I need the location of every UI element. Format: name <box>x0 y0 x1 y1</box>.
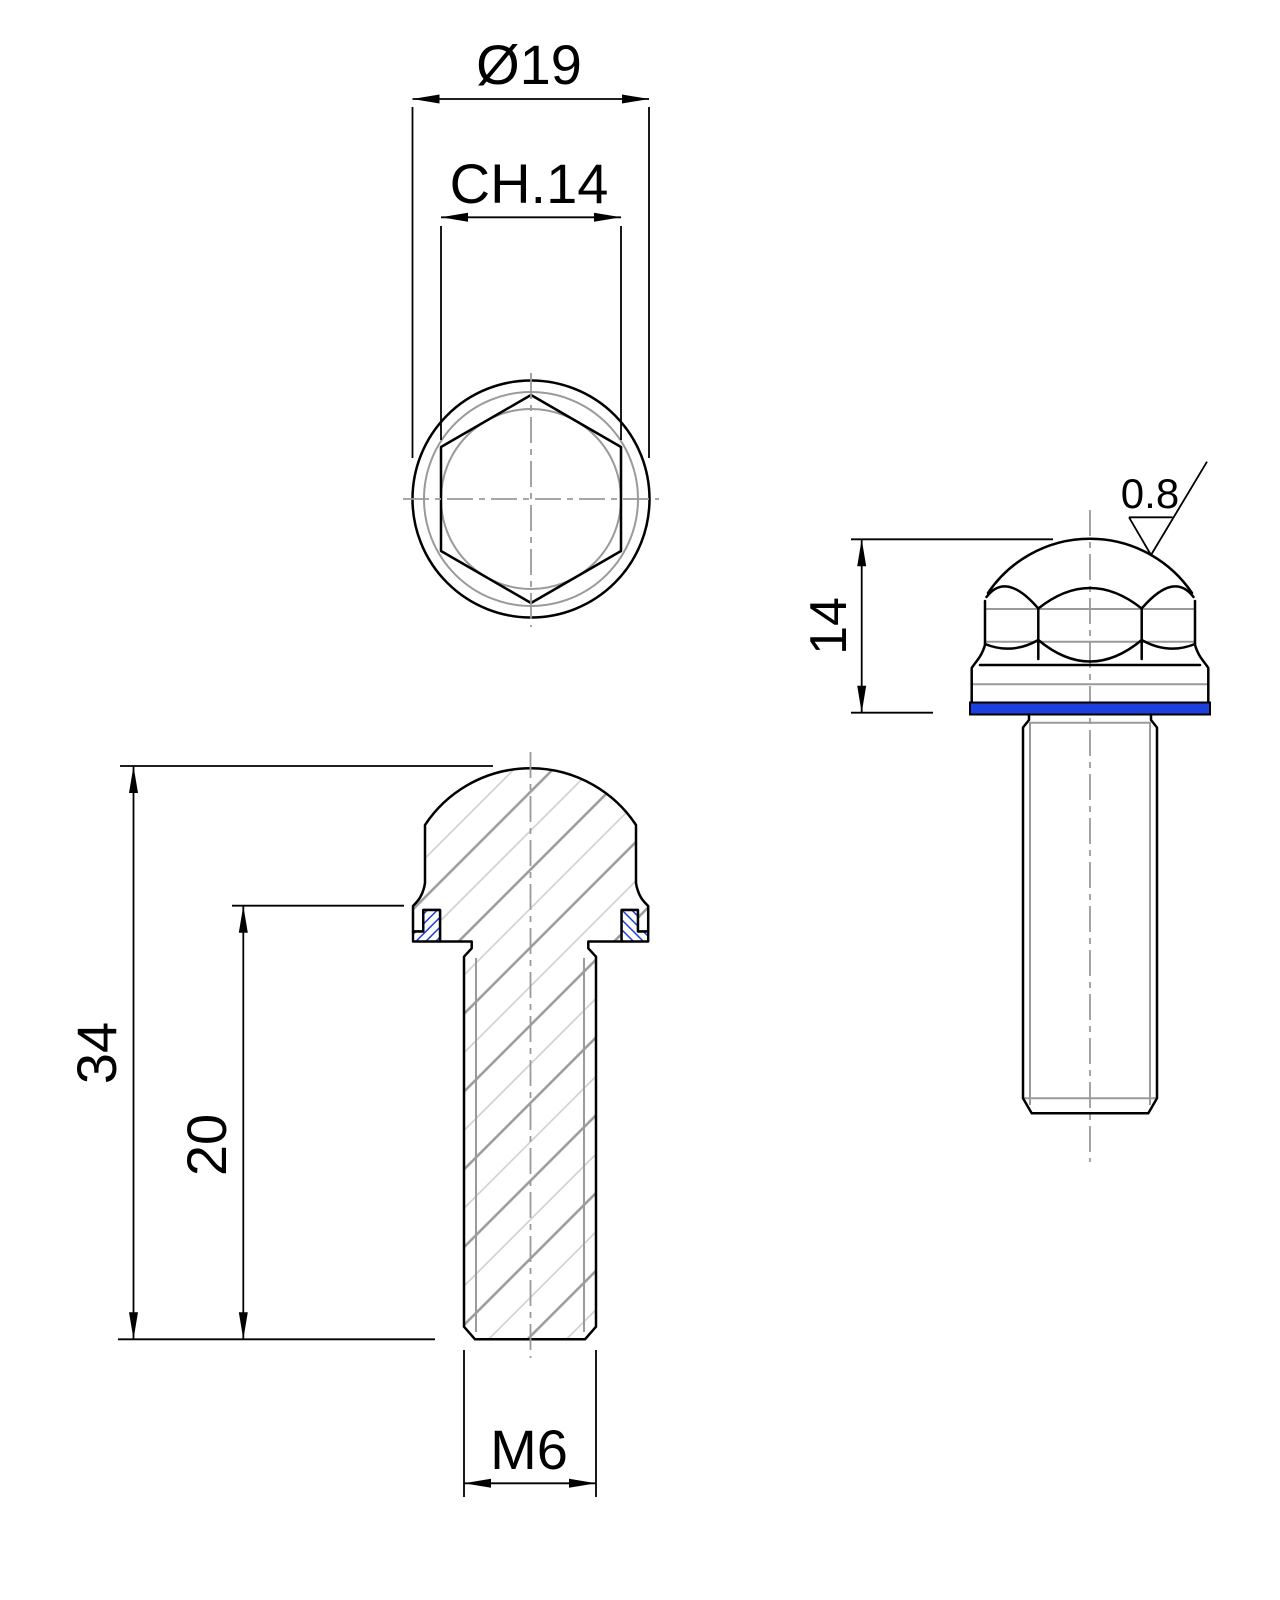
roughness-value: 0.8 <box>1121 470 1179 517</box>
dim-text-diameter: Ø19 <box>476 33 582 96</box>
hex-face-arc-right-bottom <box>1140 638 1197 650</box>
dim-thread: M6 <box>463 1350 597 1497</box>
dim-text-shank-length: 20 <box>175 1114 238 1176</box>
roughness-triangle-left <box>1128 516 1152 556</box>
dim-across-flats: CH.14 <box>440 152 622 440</box>
arrowhead <box>129 1312 138 1340</box>
dim-text-thread: M6 <box>490 1418 568 1481</box>
dim-text-head-height: 14 <box>800 597 858 655</box>
washer-left-section <box>411 908 442 943</box>
top-view: Ø19 CH.14 <box>403 33 659 627</box>
hex-face-arc-center-bottom <box>1037 638 1143 663</box>
washer-band <box>969 701 1211 716</box>
arrowhead <box>129 766 138 793</box>
dome-arc <box>986 537 1194 595</box>
arrowhead <box>441 212 468 222</box>
dim-text-across-flats: CH.14 <box>450 152 609 215</box>
dim-overall-length: 34 <box>65 765 493 1341</box>
arrowhead <box>622 94 649 104</box>
arrowhead <box>857 685 867 713</box>
side-view: 14 0.8 <box>800 461 1211 1162</box>
arrowhead <box>412 94 440 104</box>
arrowhead <box>238 1312 248 1340</box>
hex-face-arc-center-top <box>1037 586 1143 610</box>
arrowhead <box>857 539 867 567</box>
arrowhead <box>594 212 621 222</box>
arrowhead <box>569 1478 596 1488</box>
shank-outline <box>1021 713 1159 1115</box>
surface-roughness-symbol: 0.8 <box>1121 461 1208 556</box>
dim-text-overall-length: 34 <box>65 1022 128 1084</box>
hex-face-arc-left-top <box>985 585 1040 610</box>
hex-face-arc-right-top <box>1140 585 1195 610</box>
front-section-view: 34 20 M6 <box>65 752 650 1497</box>
roughness-check-line <box>1150 461 1208 556</box>
arrowhead <box>238 905 248 933</box>
arrowhead <box>464 1478 491 1488</box>
dim-shank-length: 20 <box>175 904 404 1340</box>
dim-head-height: 14 <box>800 538 1053 714</box>
dim-diameter: Ø19 <box>411 33 650 458</box>
washer-right-section <box>620 908 650 943</box>
hex-face-arc-left-bottom <box>983 638 1040 650</box>
